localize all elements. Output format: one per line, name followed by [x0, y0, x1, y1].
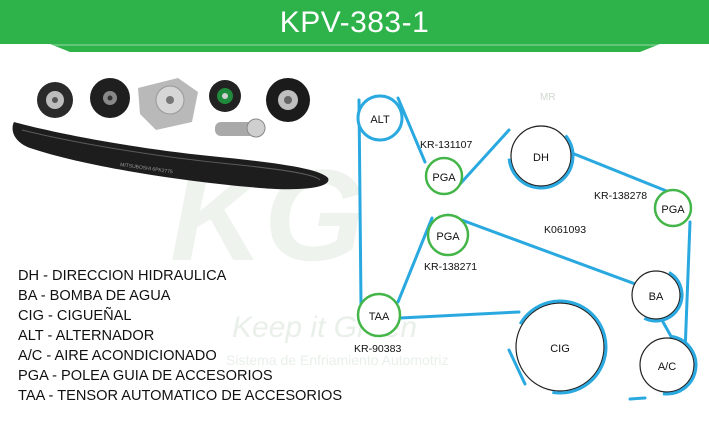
part-number-kr131107: KR-131107	[420, 139, 473, 151]
legend: DH - DIRECCION HIDRAULICA BA - BOMBA DE …	[18, 266, 348, 406]
legend-item-ac: A/C - AIRE ACONDICIONADO	[18, 348, 217, 364]
pulley-pga-right-label: PGA	[661, 204, 685, 216]
header-banner	[0, 0, 709, 52]
legend-item-ba: BA - BOMBA DE AGUA	[18, 288, 171, 304]
pulley-ac-label: A/C	[658, 361, 676, 373]
pulley-image-4	[266, 78, 310, 122]
pulley-ac: A/C	[636, 334, 698, 396]
pulley-image-3	[209, 80, 241, 112]
part-number-kr138278: KR-138278	[594, 190, 647, 202]
pulley-pga-right: PGA	[653, 188, 693, 228]
pulley-ba-label: BA	[649, 291, 664, 303]
legend-item-dh: DH - DIRECCION HIDRAULICA	[18, 268, 227, 284]
pulley-cig-label: CIG	[550, 343, 570, 355]
registered-mark: MR	[540, 92, 556, 103]
page-title: KPV-383-1	[279, 6, 430, 39]
pulley-ba: BA	[628, 267, 684, 323]
pulley-pga-mid-label: PGA	[436, 231, 460, 243]
part-number-kr90383: KR-90383	[354, 343, 401, 355]
tensor-image	[138, 78, 198, 130]
pulley-pga-top: PGA	[424, 156, 464, 196]
belt-kit-photo: MITSUBOSHI 6PK2775	[12, 78, 329, 190]
legend-item-pga: PGA - POLEA GUIA DE ACCESORIOS	[18, 368, 273, 384]
pulley-alt: ALT	[356, 94, 404, 142]
part-number-k061093: K061093	[544, 224, 586, 236]
part-number-kr138271: KR-138271	[424, 261, 477, 273]
pulley-dh-label: DH	[533, 152, 549, 164]
pulley-alt-label: ALT	[370, 114, 390, 126]
belt-routing-diagram: ALT PGA DH PGA PGA BA TAA CIG A/C KR-131…	[354, 94, 698, 401]
pulley-taa-label: TAA	[369, 311, 390, 323]
pulley-taa: TAA	[356, 292, 402, 338]
pulley-dh: DH	[507, 122, 575, 190]
pulley-cig: CIG	[512, 299, 608, 395]
pulley-image-2	[90, 78, 130, 118]
pulley-pga-mid: PGA	[426, 213, 470, 257]
legend-item-cig: CIG - CIGUEÑAL	[18, 308, 132, 324]
bracket-image	[215, 118, 266, 138]
legend-item-taa: TAA - TENSOR AUTOMATICO DE ACCESORIOS	[18, 388, 343, 404]
belt-image	[12, 122, 329, 190]
legend-item-alt: ALT - ALTERNADOR	[18, 328, 155, 344]
belt-segments	[357, 96, 692, 401]
pulley-image-1	[37, 82, 73, 118]
pulley-pga-top-label: PGA	[432, 172, 456, 184]
